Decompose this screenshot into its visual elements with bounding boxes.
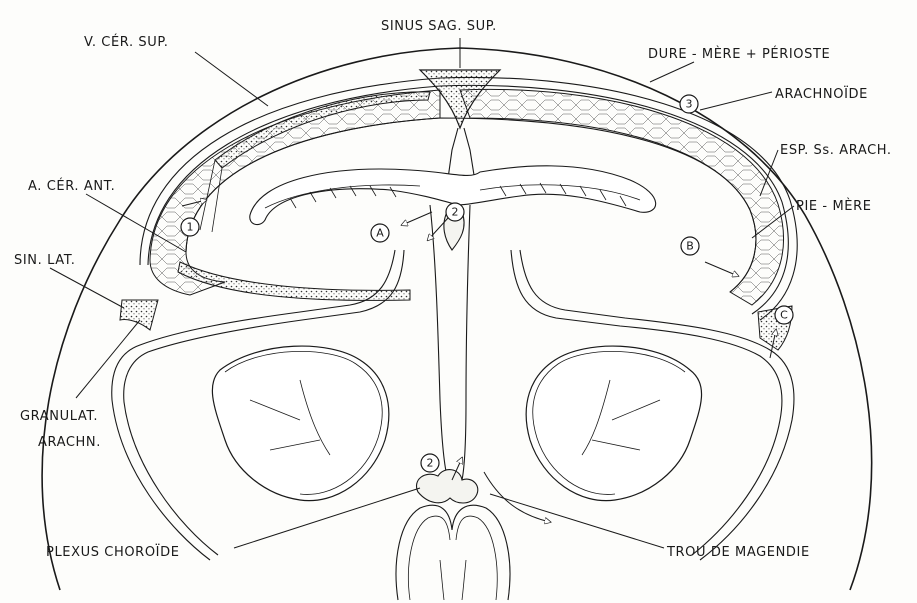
marker-c: C <box>775 306 793 324</box>
marker-c-label: C <box>780 309 788 322</box>
label-a-cer-ant: A. CÉR. ANT. <box>28 178 115 194</box>
marker-a-label: A <box>376 227 384 240</box>
lateral-sinus-left <box>120 300 158 330</box>
marker-1: 1 <box>181 218 199 236</box>
choroid-plexus-lower <box>416 470 477 503</box>
label-sin-lat: SIN. LAT. <box>14 253 75 268</box>
label-esp-ss-arach: ESP. Ss. ARACH. <box>780 143 892 158</box>
label-trou-de-magendie: TROU DE MAGENDIE <box>666 545 810 560</box>
leader-v-cer <box>195 52 268 106</box>
label-dure-mere: DURE - MÈRE + PÉRIOSTE <box>648 46 830 62</box>
marker-2-bottom-label: 2 <box>427 457 434 470</box>
skull-outline <box>42 48 872 590</box>
label-granulat: GRANULAT. <box>20 409 98 424</box>
label-arachnoide: ARACHNOÏDE <box>775 86 868 102</box>
brain-stem <box>396 505 510 600</box>
midline-septum <box>430 205 448 480</box>
marker-b-label: B <box>686 240 694 253</box>
leader-sinlat <box>50 268 124 308</box>
leader-granulat <box>76 320 140 398</box>
label-arachn: ARACHN. <box>38 435 101 450</box>
label-plexus-choroide: PLEXUS CHOROÏDE <box>46 544 180 560</box>
leader-magendie <box>490 494 664 548</box>
marker-2-top-label: 2 <box>452 206 459 219</box>
marker-2-bottom: 2 <box>421 454 439 472</box>
marker-3-label: 3 <box>686 98 693 111</box>
label-pie-mere: PIE - MÈRE <box>796 198 872 214</box>
marker-a: A <box>371 224 389 242</box>
marker-b: B <box>681 237 699 255</box>
label-sinus-sag-sup: SINUS SAG. SUP. <box>381 19 497 34</box>
leader-dure <box>650 62 694 82</box>
label-v-cer-sup: V. CÉR. SUP. <box>84 34 169 50</box>
csf-flow-arrow-a <box>402 212 432 225</box>
marker-2-top: 2 <box>446 203 464 221</box>
csf-flow-arrow-b <box>705 262 738 276</box>
marker-1-label: 1 <box>187 221 194 234</box>
right-lobe <box>526 346 701 501</box>
leader-arach <box>700 92 772 110</box>
marker-3: 3 <box>680 95 698 113</box>
